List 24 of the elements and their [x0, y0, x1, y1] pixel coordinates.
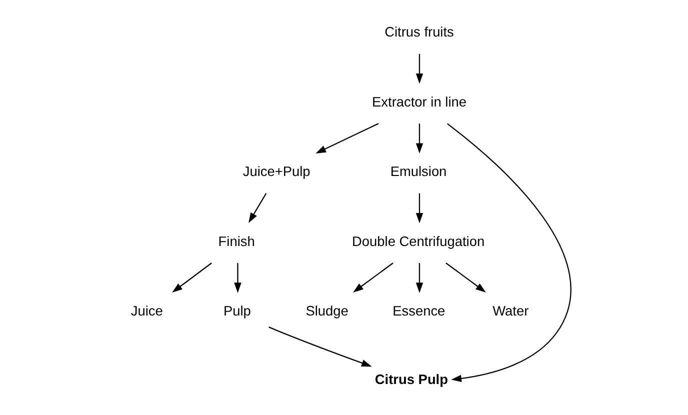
- arrow: [446, 262, 486, 292]
- node-text: Citrus fruits: [384, 24, 454, 40]
- node-text: Double Centrifugation: [352, 234, 485, 249]
- arrow: [416, 193, 424, 224]
- arrow: [316, 123, 379, 154]
- arrow: [446, 123, 572, 382]
- arrow: [416, 54, 424, 84]
- arrow: [416, 124, 424, 154]
- node-text: Citrus Pulp: [374, 372, 448, 388]
- arrow: [416, 263, 424, 293]
- node-text: Extractor in line: [372, 94, 466, 110]
- node-text: Juice: [130, 304, 163, 319]
- node-text: Juice+Pulp: [242, 164, 310, 180]
- node-text: Water: [492, 304, 529, 319]
- node-text: Emulsion: [390, 164, 447, 180]
- node-text: Finish: [218, 234, 255, 249]
- node-text: Sludge: [306, 304, 348, 319]
- arrow: [268, 326, 372, 367]
- arrow: [248, 193, 267, 224]
- arrow: [234, 263, 242, 293]
- node-text: Essence: [392, 304, 446, 319]
- arrow: [353, 262, 394, 292]
- arrow: [172, 262, 212, 293]
- node-text: Pulp: [223, 304, 251, 319]
